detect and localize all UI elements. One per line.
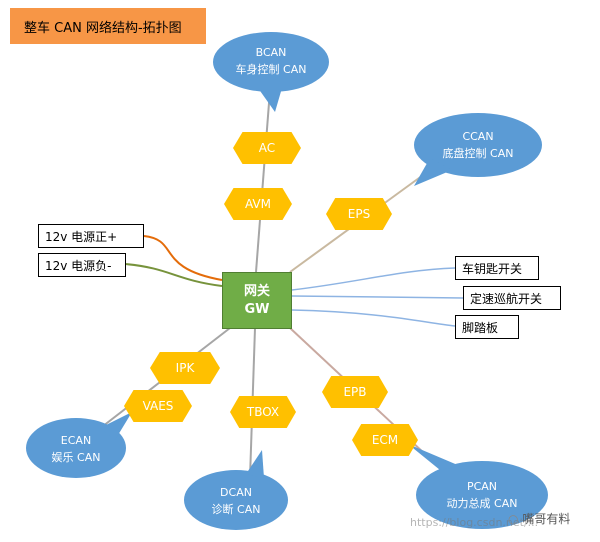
gateway-node: 网关 GW (222, 272, 292, 329)
watermark-url: https://blog.csdn.net/... (410, 516, 539, 529)
label-power-positive: 12v 电源正+ (38, 224, 144, 248)
diagram-title: 整车 CAN 网络结构-拓扑图 (10, 8, 206, 44)
watermark-brand: ○ 嘴哥有料 (508, 510, 570, 527)
ecan-label: ECAN 娱乐 CAN (31, 432, 121, 466)
pcan-desc: 动力总成 CAN (446, 497, 518, 510)
wechat-icon: ○ (508, 512, 519, 526)
bubble-ecan (26, 412, 132, 478)
ccan-desc: 底盘控制 CAN (442, 147, 514, 160)
node-eps: EPS (326, 198, 392, 230)
bubble-ccan (414, 113, 542, 186)
gateway-label-en: GW (244, 301, 270, 317)
bcan-label: BCAN 车身控制 CAN (221, 44, 321, 78)
dcan-label: DCAN 诊断 CAN (191, 484, 281, 518)
pcan-label: PCAN 动力总成 CAN (425, 478, 539, 512)
pcan-name: PCAN (466, 480, 498, 493)
wire-pedal (291, 309, 456, 327)
label-cruise-switch: 定速巡航开关 (463, 286, 561, 310)
wire-cruise-switch (291, 295, 464, 299)
label-key-switch: 车钥匙开关 (455, 256, 539, 280)
node-vaes: VAES (124, 390, 192, 422)
node-epb: EPB (322, 376, 388, 408)
wire-power-positive (143, 235, 223, 281)
bcan-name: BCAN (255, 46, 287, 59)
node-avm: AVM (224, 188, 292, 220)
node-ac: AC (233, 132, 301, 164)
bubble-dcan (184, 450, 288, 530)
gateway-label-cn: 网关 (243, 283, 270, 299)
node-ipk: IPK (150, 352, 220, 384)
watermark-brand-text: 嘴哥有料 (522, 512, 571, 526)
dcan-name: DCAN (220, 486, 252, 499)
line-gw-bcan (255, 89, 271, 273)
node-ecm: ECM (352, 424, 418, 456)
line-gw-ecan (84, 327, 231, 441)
ecan-name: ECAN (60, 434, 92, 447)
ecan-desc: 娱乐 CAN (51, 451, 101, 464)
ccan-label: CCAN 底盘控制 CAN (423, 128, 533, 162)
wire-power-negative (124, 263, 223, 287)
label-pedal: 脚踏板 (455, 315, 519, 339)
bubble-pcan (408, 444, 548, 529)
label-power-negative: 12v 电源负- (38, 253, 126, 277)
bubble-bcan (213, 32, 329, 112)
wire-key-switch (291, 267, 456, 291)
ccan-name: CCAN (462, 130, 494, 143)
bcan-desc: 车身控制 CAN (235, 63, 307, 76)
dcan-desc: 诊断 CAN (211, 503, 261, 516)
node-tbox: TBOX (230, 396, 296, 428)
